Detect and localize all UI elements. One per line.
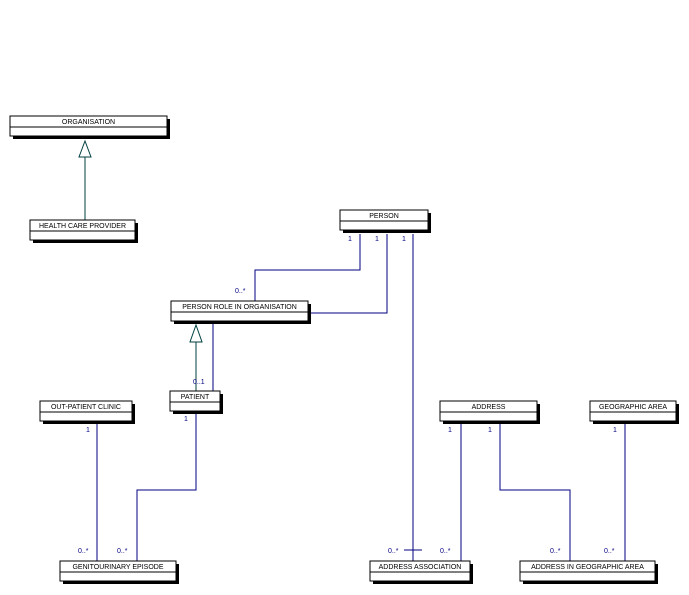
entity-address-association-label: ADDRESS ASSOCIATION bbox=[379, 564, 462, 571]
multiplicity-labels: 1 1 1 0..* 0..1 1 1 1 1 1 0..* 0..* 0..*… bbox=[78, 236, 617, 555]
entity-geographic-area-label: GEOGRAPHIC AREA bbox=[599, 404, 667, 411]
mult-gum-many-a: 0..* bbox=[78, 548, 89, 555]
mult-role-many: 0..* bbox=[235, 288, 246, 295]
mult-address-1b: 1 bbox=[488, 427, 492, 434]
generalization-lines bbox=[78, 139, 203, 391]
association-lines bbox=[96, 234, 626, 561]
mult-clinic-1: 1 bbox=[86, 427, 90, 434]
entity-health-care-provider[interactable]: HEALTH CARE PROVIDER bbox=[29, 219, 138, 243]
entity-out-patient-clinic[interactable]: OUT-PATIENT CLINIC bbox=[39, 400, 135, 424]
mult-assoc-many-b: 0..* bbox=[440, 548, 451, 555]
entity-genitourinary-episode-label: GENITOURINARY EPISODE bbox=[72, 564, 163, 571]
mult-assoc-many-a: 0..* bbox=[388, 548, 399, 555]
entity-person-label: PERSON bbox=[369, 213, 399, 220]
entity-address-in-geographic-area[interactable]: ADDRESS IN GEOGRAPHIC AREA bbox=[519, 560, 658, 584]
assoc-person-role bbox=[254, 234, 361, 301]
mult-address-1a: 1 bbox=[448, 427, 452, 434]
assoc-address-address-in-area bbox=[499, 423, 571, 561]
entity-out-patient-clinic-label: OUT-PATIENT CLINIC bbox=[51, 404, 121, 411]
mult-ainga-many-a: 0..* bbox=[550, 548, 561, 555]
mult-gum-many-b: 0..* bbox=[117, 548, 128, 555]
entity-patient-label: PATIENT bbox=[181, 394, 210, 401]
entity-patient[interactable]: PATIENT bbox=[169, 390, 223, 414]
mult-patient-opt: 0..1 bbox=[193, 379, 205, 386]
mult-patient-1: 1 bbox=[184, 416, 188, 423]
mult-person-1c: 1 bbox=[402, 236, 406, 243]
entity-organisation[interactable]: ORGANISATION bbox=[9, 115, 170, 139]
entity-address-in-geographic-area-label: ADDRESS IN GEOGRAPHIC AREA bbox=[531, 564, 644, 571]
gen-arrowhead-organisation bbox=[78, 139, 92, 158]
entity-address-association[interactable]: ADDRESS ASSOCIATION bbox=[369, 560, 473, 584]
entity-address-label: ADDRESS bbox=[472, 404, 506, 411]
entity-person-role[interactable]: PERSON ROLE IN ORGANISATION bbox=[170, 300, 311, 324]
entity-geographic-area[interactable]: GEOGRAPHIC AREA bbox=[589, 400, 679, 424]
entity-genitourinary-episode[interactable]: GENITOURINARY EPISODE bbox=[59, 560, 179, 584]
assoc-patient-episode bbox=[136, 413, 197, 561]
mult-area-1: 1 bbox=[613, 427, 617, 434]
entity-organisation-label: ORGANISATION bbox=[62, 119, 115, 126]
gen-arrowhead-person-role bbox=[189, 323, 203, 343]
mult-person-1a: 1 bbox=[348, 236, 352, 243]
entity-health-care-provider-label: HEALTH CARE PROVIDER bbox=[39, 223, 126, 230]
mult-person-1b: 1 bbox=[375, 236, 379, 243]
entity-person[interactable]: PERSON bbox=[339, 209, 431, 233]
entity-person-role-label: PERSON ROLE IN ORGANISATION bbox=[182, 304, 297, 311]
entity-address[interactable]: ADDRESS bbox=[439, 400, 540, 424]
mult-ainga-many-b: 0..* bbox=[604, 548, 615, 555]
